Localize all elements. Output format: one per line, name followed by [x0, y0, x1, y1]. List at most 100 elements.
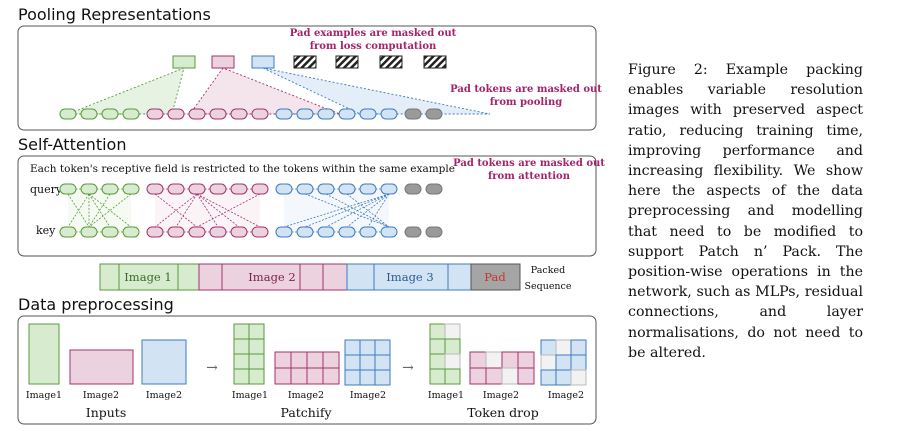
- patch-image1: [248, 338, 265, 355]
- pool-token: [275, 108, 293, 120]
- patch-image2: [290, 367, 308, 385]
- key-token-row: [59, 226, 443, 238]
- patch-image2: [306, 367, 324, 385]
- patch-image3: [374, 369, 391, 386]
- note-pad-examples-1: Pad examples are masked out: [290, 28, 457, 39]
- token-patch-image1: [429, 368, 446, 385]
- packed-sequence: Image 1 Image 2 Image 3 Pad Packed Seque…: [99, 263, 572, 292]
- attention-link: [154, 193, 198, 228]
- pooled-image2: [211, 55, 235, 69]
- arrow-icon: →: [206, 360, 218, 376]
- attention-link: [304, 193, 390, 228]
- preprocessing-panel: [17, 315, 597, 425]
- pool-token: [59, 108, 77, 120]
- key-token: [338, 226, 356, 238]
- query-token: [404, 183, 422, 195]
- pad-example: [293, 55, 317, 69]
- stage-label-token-drop: Token drop: [467, 405, 538, 420]
- query-token: [122, 183, 140, 195]
- patch-image3: [344, 369, 361, 386]
- pad-example: [423, 55, 447, 69]
- patch-image1: [248, 353, 265, 370]
- key-token: [146, 226, 164, 238]
- pool-token: [404, 108, 422, 120]
- patch-image1: [248, 323, 265, 340]
- token-patch-image1: [429, 323, 446, 340]
- patch-image1: [233, 323, 250, 340]
- attention-link: [175, 193, 198, 228]
- packed-caption-2: Sequence: [524, 281, 571, 292]
- attention-lines: [67, 189, 390, 232]
- attention-link: [283, 193, 390, 228]
- figure-caption: Figure 2: Example packing enables variab…: [628, 60, 863, 363]
- note-receptive-field: Each token's receptive field is restrict…: [30, 163, 455, 175]
- query-token: [380, 183, 398, 195]
- key-token: [380, 226, 398, 238]
- pool-token: [425, 108, 443, 120]
- pooled-image3: [251, 55, 275, 69]
- patch-image1: [233, 368, 250, 385]
- pool-region-image2: [189, 67, 341, 115]
- key-token: [275, 226, 293, 238]
- packed-segment-pad: [470, 263, 521, 291]
- key-token: [296, 226, 314, 238]
- pool-region-image1: [67, 67, 185, 115]
- patch-image1: [248, 368, 265, 385]
- query-token: [59, 183, 77, 195]
- note-pad-pooling-1: Pad tokens are masked out: [450, 84, 602, 95]
- query-token: [275, 183, 293, 195]
- token-patch-image2: [485, 367, 503, 385]
- key-token: [209, 226, 227, 238]
- attention-link: [67, 193, 90, 228]
- token-patch-image2: [517, 367, 535, 385]
- patchify-label-2: Image2: [288, 390, 324, 401]
- pool-token: [359, 108, 377, 120]
- key-token: [251, 226, 269, 238]
- patch-image3: [359, 354, 376, 371]
- token-patch-image2: [517, 351, 535, 369]
- pad-example: [335, 55, 359, 69]
- token-patch-image1: [444, 338, 461, 355]
- query-token: [146, 183, 164, 195]
- token-patch-image3: [555, 369, 572, 386]
- query-token: [296, 183, 314, 195]
- token-patch-image1: [429, 353, 446, 370]
- patchify-label-1: Image1: [232, 390, 268, 401]
- patch-image3: [374, 354, 391, 371]
- pooling-token-row: [59, 108, 443, 120]
- label-key: key: [36, 224, 56, 237]
- note-pad-pooling-2: from pooling: [490, 97, 563, 108]
- patch-image2: [306, 351, 324, 369]
- patch-image2: [322, 367, 340, 385]
- patch-image3: [344, 354, 361, 371]
- token-patch-image2: [469, 367, 487, 385]
- token-patch-image2: [501, 351, 519, 369]
- attention-link: [325, 193, 390, 228]
- tokendrop-label-2: Image2: [483, 390, 519, 401]
- query-token: [188, 183, 206, 195]
- input-image2: [69, 349, 134, 385]
- attention-link: [88, 193, 111, 228]
- attention-link: [196, 193, 219, 228]
- attention-link: [88, 193, 111, 228]
- token-patch-image3: [555, 354, 572, 371]
- inputs-label-3: Image2: [146, 390, 182, 401]
- query-token: [251, 183, 269, 195]
- attention-link: [154, 193, 198, 228]
- pool-token: [146, 108, 164, 120]
- query-token: [425, 183, 443, 195]
- note-pad-attention-2: from attention: [488, 171, 571, 182]
- token-patch-image2: [469, 351, 487, 369]
- packed-caption-1: Packed: [531, 265, 565, 276]
- attention-link: [67, 193, 90, 228]
- pad-example: [379, 55, 403, 69]
- patch-image2: [290, 351, 308, 369]
- patch-image3: [359, 369, 376, 386]
- token-patch-image3: [555, 339, 572, 356]
- input-image3: [141, 339, 187, 385]
- token-patch-image3: [540, 369, 557, 386]
- key-token: [122, 226, 140, 238]
- caption-text: Example packing enables variable resolut…: [628, 62, 863, 361]
- packed-label-image2: Image 2: [248, 270, 295, 284]
- patch-image1: [233, 338, 250, 355]
